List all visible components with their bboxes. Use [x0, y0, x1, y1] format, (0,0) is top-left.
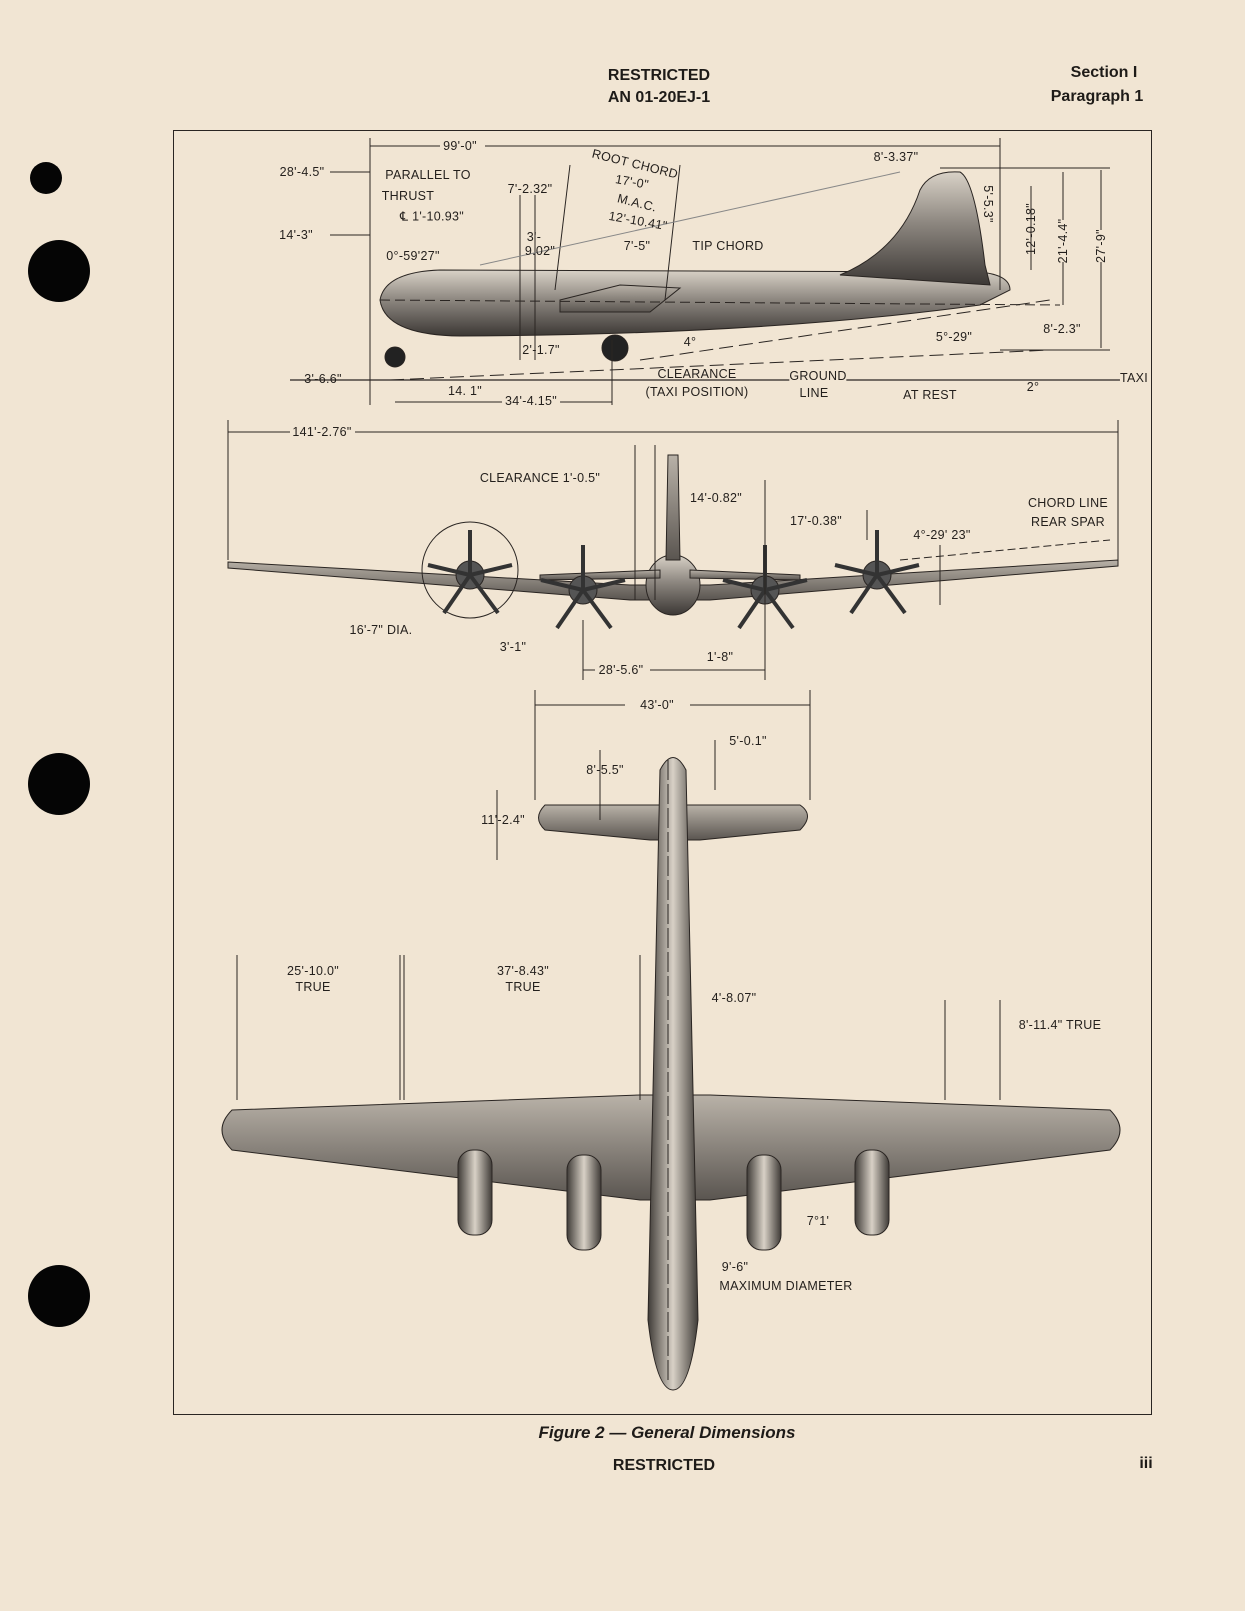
- label-at-rest: AT REST: [903, 388, 957, 402]
- label-taxi: TAXI: [1119, 371, 1149, 385]
- dim-overall-length: 99'-0": [443, 139, 477, 153]
- label-angle: 4°: [683, 335, 697, 349]
- binder-hole: [28, 753, 90, 815]
- dim-label: 9'-6": [721, 1260, 749, 1274]
- dim-label: 9.02": [524, 244, 556, 258]
- dim-label: 2'-1.7": [522, 343, 560, 357]
- label-parallel-to: PARALLEL TO: [385, 168, 471, 182]
- dim-label: 21'-4.4": [1056, 218, 1070, 264]
- header-section: Section I: [1070, 64, 1138, 81]
- dim-span: 141'-2.76": [292, 425, 352, 439]
- dim-label: 28'-4.5": [279, 165, 325, 179]
- dim-label: 25'-10.0": [287, 964, 339, 978]
- footer-classification: RESTRICTED: [612, 1457, 716, 1474]
- top-view: [221, 690, 1121, 1391]
- label-chord-line: CHORD LINE: [1027, 496, 1109, 510]
- label-angle: 2°: [1026, 380, 1040, 394]
- dim-label: 17'-0.38": [790, 514, 842, 528]
- label-taxi-position: (TAXI POSITION): [645, 385, 749, 399]
- label-line: LINE: [799, 386, 829, 400]
- dim-stab-span: 43'-0": [640, 698, 674, 712]
- label-incidence: 0°-59'27": [386, 249, 440, 263]
- dim-label: 3'-: [526, 230, 542, 244]
- dim-label: 3'-1": [499, 640, 527, 654]
- figure-caption: Figure 2 — General Dimensions: [538, 1423, 796, 1442]
- dim-label: 11'-2.4": [481, 813, 525, 827]
- header-publication: AN 01-20EJ-1: [607, 89, 711, 106]
- binder-hole: [28, 240, 90, 302]
- dim-label: 7'-2.32": [507, 182, 553, 196]
- binder-hole: [28, 1265, 90, 1327]
- dim-label: 5'-5.3": [981, 185, 995, 223]
- label-true: TRUE: [505, 980, 541, 994]
- dim-label: 14'-0.82": [690, 491, 742, 505]
- label-tip-chord: TIP CHORD: [692, 239, 764, 253]
- dim-label: 34'-4.15": [502, 394, 560, 408]
- label-angle: 7°1': [806, 1214, 830, 1228]
- label-max-diameter: MAXIMUM DIAMETER: [719, 1279, 853, 1293]
- label-thrust-cl: ℄ 1'-10.93": [399, 209, 465, 224]
- header-classification: RESTRICTED: [607, 67, 711, 84]
- label-clearance: CLEARANCE: [657, 367, 737, 381]
- dim-label: 14. 1": [447, 384, 483, 398]
- side-view: [290, 138, 1120, 405]
- label-prop-clearance: CLEARANCE 1'-0.5": [479, 471, 601, 485]
- dim-label: 3'-6.6": [304, 372, 342, 386]
- label-dihedral: 4°-29' 23": [913, 528, 971, 542]
- dim-label: 8'-2.3": [1043, 322, 1081, 336]
- dim-label: 14'-3": [279, 228, 313, 242]
- binder-hole: [30, 162, 62, 194]
- front-view: [227, 420, 1119, 680]
- figure-frame: [173, 130, 1152, 1415]
- dim-label: 37'-8.43": [497, 964, 549, 978]
- dim-label: 28'-5.6": [595, 663, 647, 677]
- dim-label: 5'-0.1": [729, 734, 767, 748]
- label-thrust: THRUST: [381, 189, 435, 203]
- dim-label: 27'-9": [1094, 229, 1108, 263]
- label-ground: GROUND: [789, 369, 847, 383]
- label-prop-diameter: 16'-7" DIA.: [349, 623, 413, 637]
- dim-label: 12'-0.18": [1024, 203, 1038, 255]
- dim-label: 7'-5": [623, 239, 651, 253]
- label-angle: 5°-29": [935, 330, 973, 344]
- dim-label: 8'-3.37": [873, 150, 919, 164]
- dim-label: 8'-11.4" TRUE: [1018, 1018, 1102, 1032]
- dim-label: 1'-8": [706, 650, 734, 664]
- label-rear-spar: REAR SPAR: [1030, 515, 1106, 529]
- page-number: iii: [1139, 1455, 1153, 1472]
- dim-label: 8'-5.5": [586, 763, 624, 777]
- dim-label: 4'-8.07": [711, 991, 757, 1005]
- header-paragraph: Paragraph 1: [1050, 88, 1144, 105]
- label-true: TRUE: [295, 980, 331, 994]
